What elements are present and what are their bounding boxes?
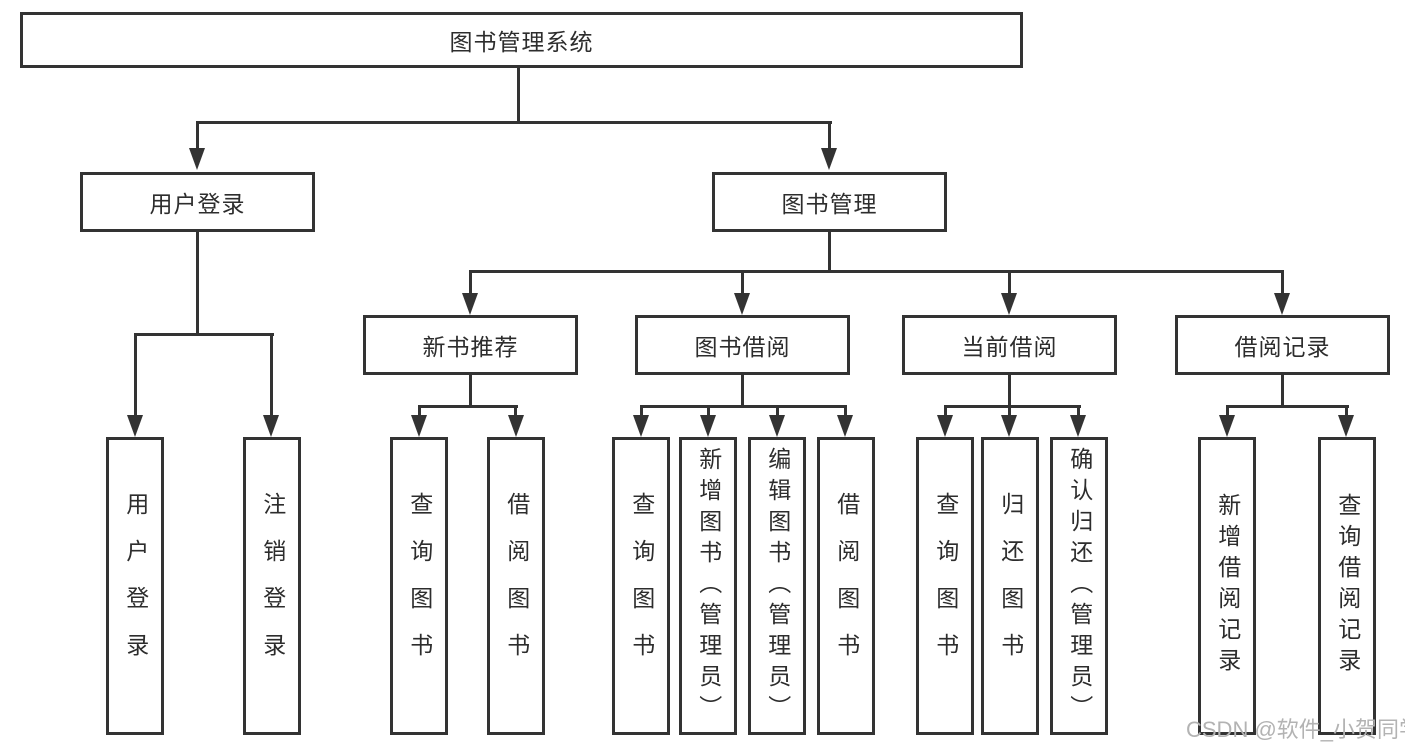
connector-line [134,333,274,336]
leaf-label: 查询图书 [406,492,433,680]
leaf-query-borrow-record: 查询借阅记录 [1318,437,1376,735]
arrow-down-icon [462,293,478,315]
leaf-add-borrow-record: 新增借阅记录 [1198,437,1256,735]
connector-line [469,375,472,408]
node-label: 用户登录 [149,191,246,217]
connector-line [469,270,472,295]
connector-line [640,405,847,408]
node-new-book-recommend: 新书推荐 [363,315,578,375]
leaf-logout: 注销登录 [243,437,301,735]
leaf-label: 借阅图书 [503,492,530,680]
leaf-label: 编辑图书（管理员） [764,446,791,726]
leaf-label: 新增借阅记录 [1214,493,1241,679]
node-book-management: 图书管理 [712,172,947,232]
arrow-down-icon [508,415,524,437]
connector-line [741,270,744,295]
arrow-down-icon [769,415,785,437]
connector-line [776,405,779,417]
connector-line [1008,375,1011,408]
leaf-borrow-books: 借阅图书 [817,437,875,735]
connector-line [1077,405,1080,417]
node-book-borrow: 图书借阅 [635,315,850,375]
arrow-down-icon [1219,415,1235,437]
connector-line [741,375,744,408]
leaf-query-books: 查询图书 [916,437,974,735]
connector-line [514,405,517,417]
connector-line [134,333,137,415]
connector-line [1008,405,1011,417]
arrow-down-icon [263,415,279,437]
connector-line [469,270,1283,273]
leaf-label: 查询图书 [932,492,959,680]
connector-line [844,405,847,417]
arrow-down-icon [937,415,953,437]
node-label: 当前借阅 [961,334,1058,360]
node-label: 图书管理 [781,191,878,217]
node-label: 借阅记录 [1234,334,1331,360]
node-label: 新书推荐 [422,334,519,360]
connector-line [1345,405,1348,417]
connector-line [1281,270,1284,295]
leaf-label: 注销登录 [259,492,286,680]
node-label: 图书借阅 [694,334,791,360]
connector-line [828,121,831,150]
connector-line [418,405,518,408]
arrow-down-icon [189,148,205,170]
leaf-label: 借阅图书 [833,492,860,680]
connector-line [944,405,947,417]
connector-line [517,68,520,123]
leaf-query-books: 查询图书 [390,437,448,735]
arrow-down-icon [1001,415,1017,437]
connector-line [1226,405,1229,417]
leaf-edit-books-admin: 编辑图书（管理员） [748,437,806,735]
connector-line [270,333,273,415]
leaf-label: 查询图书 [628,492,655,680]
connector-line [1226,405,1349,408]
connector-line [1281,375,1284,408]
arrow-down-icon [1274,293,1290,315]
leaf-confirm-return-admin: 确认归还（管理员） [1050,437,1108,735]
node-root-label: 图书管理系统 [449,29,594,55]
connector-line [418,405,421,417]
arrow-down-icon [127,415,143,437]
connector-line [196,121,832,124]
node-root: 图书管理系统 [20,12,1023,68]
arrow-down-icon [700,415,716,437]
leaf-return-books: 归还图书 [981,437,1039,735]
arrow-down-icon [734,293,750,315]
watermark-text: CSDN @软件_小贺同学 [1186,717,1405,742]
leaf-label: 用户登录 [122,492,149,680]
leaf-borrow-books: 借阅图书 [487,437,545,735]
connector-line [707,405,710,417]
arrow-down-icon [633,415,649,437]
node-borrow-records: 借阅记录 [1175,315,1390,375]
arrow-down-icon [1001,293,1017,315]
connector-line [196,232,199,335]
node-user-login: 用户登录 [80,172,315,232]
arrow-down-icon [1070,415,1086,437]
node-current-borrow: 当前借阅 [902,315,1117,375]
leaf-label: 新增图书（管理员） [695,446,722,726]
leaf-add-books-admin: 新增图书（管理员） [679,437,737,735]
connector-line [1008,270,1011,295]
leaf-user-login: 用户登录 [106,437,164,735]
connector-line [828,232,831,272]
connector-line [944,405,1081,408]
leaf-label: 归还图书 [997,492,1024,680]
arrow-down-icon [821,148,837,170]
arrow-down-icon [837,415,853,437]
arrow-down-icon [1338,415,1354,437]
leaf-label: 确认归还（管理员） [1066,446,1093,726]
connector-line [640,405,643,417]
arrow-down-icon [411,415,427,437]
leaf-query-books: 查询图书 [612,437,670,735]
connector-line [196,121,199,150]
leaf-label: 查询借阅记录 [1334,493,1361,679]
